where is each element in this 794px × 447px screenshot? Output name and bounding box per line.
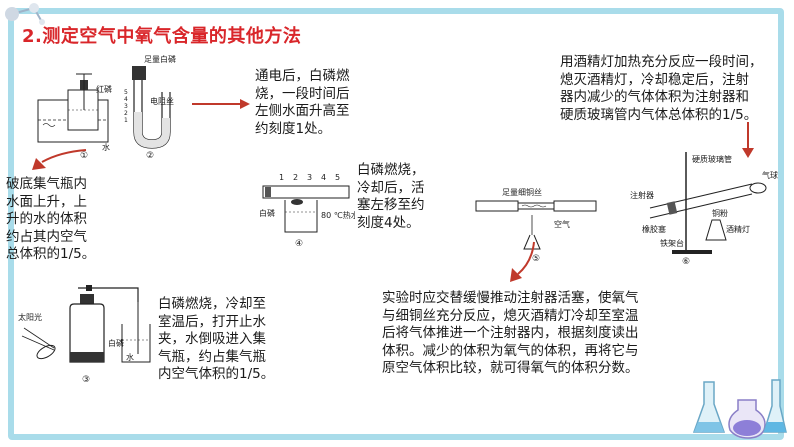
tick-2: 2 bbox=[293, 173, 298, 182]
label-air: 空气 bbox=[554, 219, 570, 229]
figure-5-syringes: 足量细铜丝 空气 ⑤ bbox=[475, 187, 597, 264]
tick-5: 5 bbox=[335, 173, 340, 182]
tick-2: 2 bbox=[124, 110, 128, 117]
tick-3: 3 bbox=[307, 173, 312, 182]
note-fig12: 通电后，白磷燃烧，一段时间后左侧水面升高至约刻度1处。 bbox=[255, 68, 350, 137]
tick-4: 4 bbox=[321, 173, 326, 182]
label-syringe: 注射器 bbox=[630, 190, 654, 200]
label-glass-tube: 硬质玻璃管 bbox=[692, 154, 732, 164]
arrow-fig1 bbox=[32, 149, 87, 170]
note-fig1: 破底集气瓶内水面上升，上升的水的体积约占其内空气总体积的1/5。 bbox=[6, 176, 96, 262]
label-water: 水 bbox=[126, 352, 134, 362]
note-fig6: 用酒精灯加热充分反应一段时间，熄灭酒精灯，冷却稳定后，注射器内减少的气体体积为注… bbox=[560, 54, 763, 123]
figure-4-tube: 1 2 3 4 5 白磷 80 ℃热水 ④ bbox=[259, 173, 355, 249]
label-alcohol-lamp: 酒精灯 bbox=[726, 224, 750, 234]
label-hot-water: 80 ℃热水 bbox=[321, 210, 355, 220]
label-white-phosphorus: 白磷 bbox=[259, 208, 275, 218]
label-sunlight: 太阳光 bbox=[18, 312, 42, 322]
tick-5: 5 bbox=[124, 89, 128, 96]
arrow-fig5 bbox=[510, 241, 535, 282]
figure-index: ④ bbox=[295, 239, 303, 249]
tick-1: 1 bbox=[279, 173, 284, 182]
figure-3-sun-jar: 太阳光 白磷 水 ③ bbox=[18, 285, 151, 385]
arrow-fig6 bbox=[742, 122, 754, 158]
flask-decoration-icon bbox=[692, 379, 787, 439]
label-red-phosphorus: 红磷 bbox=[96, 84, 112, 94]
label-resistor-wire: 电阻丝 bbox=[150, 96, 174, 106]
figure-index: ③ bbox=[82, 375, 90, 385]
label-water: 水 bbox=[102, 142, 110, 152]
figure-6-heated-tube: 硬质玻璃管 注射器 气球 橡胶塞 铜粉 酒精灯 铁架台 ⑥ bbox=[630, 152, 778, 265]
note-fig3: 白磷燃烧，冷却至室温后，打开止水夹，水倒吸进入集气瓶，约占集气瓶内空气体积的1/… bbox=[158, 296, 275, 382]
note-fig5: 实验时应交替缓慢推动注射器活塞，使氧气与细铜丝充分反应，熄灭酒精灯冷却至室温后将… bbox=[382, 290, 639, 376]
arrow-fig2 bbox=[192, 99, 250, 109]
figure-index: ⑤ bbox=[532, 254, 540, 264]
figure-1-jar: 红磷 水 ① bbox=[37, 73, 112, 160]
tick-1: 1 bbox=[124, 117, 128, 124]
label-copper-wire: 足量细铜丝 bbox=[502, 187, 542, 197]
figure-index: ① bbox=[80, 151, 88, 160]
slide-title: 2.测定空气中氧气含量的其他方法 bbox=[22, 26, 302, 47]
label-iron-stand: 铁架台 bbox=[660, 238, 684, 248]
figure-index: ② bbox=[146, 151, 154, 160]
tick-3: 3 bbox=[124, 103, 128, 110]
tick-4: 4 bbox=[124, 96, 128, 103]
molecule-icon bbox=[5, 3, 45, 25]
figure-2-utube: 足量白磷 5 4 3 2 1 电阻丝 ② bbox=[124, 54, 176, 160]
figure-index: ⑥ bbox=[682, 257, 690, 265]
label-copper-powder: 铜粉 bbox=[712, 208, 728, 218]
label-balloon: 气球 bbox=[762, 170, 778, 180]
label-rubber-stopper: 橡胶塞 bbox=[642, 224, 666, 234]
label-white-phosphorus: 足量白磷 bbox=[144, 54, 176, 64]
label-white-phosphorus: 白磷 bbox=[108, 338, 124, 348]
note-fig4: 白磷燃烧，冷却后，活塞左移至约刻度4处。 bbox=[357, 162, 425, 231]
